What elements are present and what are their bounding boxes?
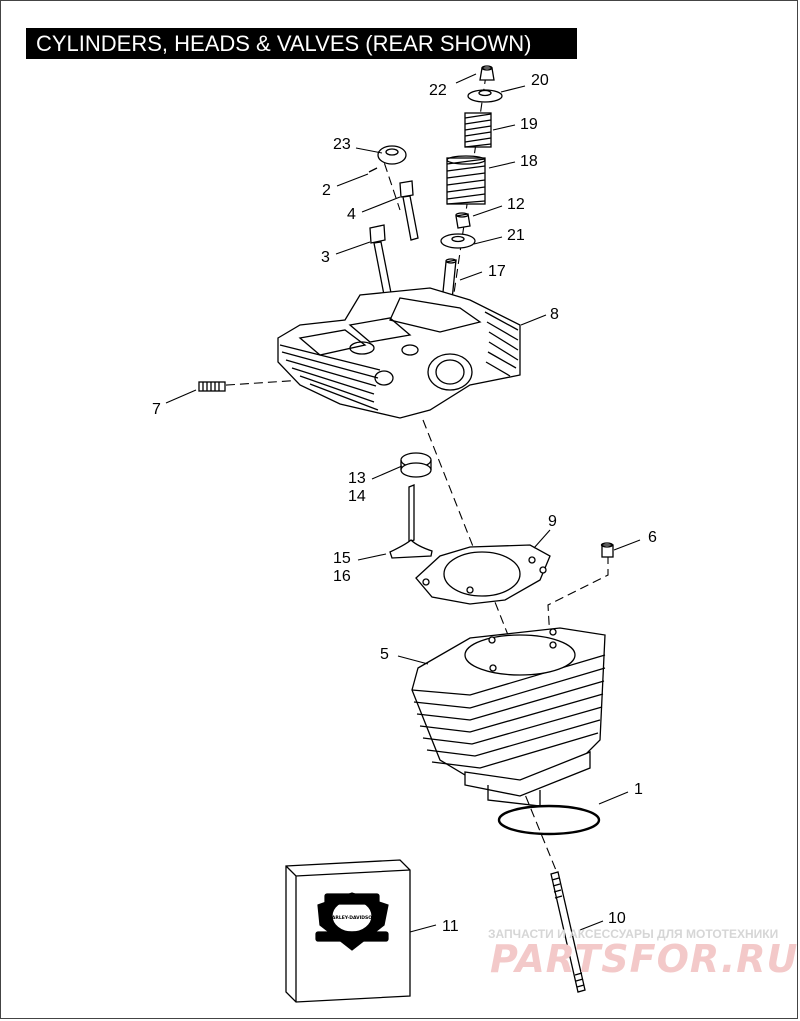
bolt-4 xyxy=(399,180,419,241)
callout-3: 3 xyxy=(321,249,330,266)
spring-seat-21 xyxy=(440,233,476,249)
logo-genuine-text: GENUINE xyxy=(333,895,371,904)
gasket-kit-box-11: GENUINE HARLEY-DAVIDSON MOTOR PARTS xyxy=(285,859,411,1003)
callout-12: 12 xyxy=(507,196,525,213)
watermark-tagline: ЗАПЧАСТИ И АКСЕССУАРЫ ДЛЯ МОТОТЕХНИКИ xyxy=(488,927,778,941)
genuine-motor-parts-logo xyxy=(315,892,389,951)
callout-21: 21 xyxy=(507,227,525,244)
dowel-2 xyxy=(368,167,378,173)
callout-16: 16 xyxy=(333,568,351,585)
callout-15: 15 xyxy=(333,550,351,567)
callout-6: 6 xyxy=(648,529,657,546)
callout-1: 1 xyxy=(634,781,643,798)
callout-10: 10 xyxy=(608,910,626,927)
cylinder-5 xyxy=(411,627,606,807)
valve-seal-12 xyxy=(455,212,471,229)
leader-lines xyxy=(165,73,641,933)
callout-23: 23 xyxy=(333,136,351,153)
callout-7: 7 xyxy=(152,401,161,418)
callout-20: 20 xyxy=(531,72,549,89)
callout-18: 18 xyxy=(520,153,538,170)
o-ring-1 xyxy=(497,804,601,836)
stud-7 xyxy=(198,381,226,392)
outer-spring-18 xyxy=(446,155,486,205)
callout-labels: 22 20 19 18 23 2 4 12 21 3 17 8 7 13 14 … xyxy=(152,72,657,935)
washer-23 xyxy=(377,145,407,165)
callout-4: 4 xyxy=(347,206,356,223)
callout-2: 2 xyxy=(322,182,331,199)
watermark: ЗАПЧАСТИ И АКСЕССУАРЫ ДЛЯ МОТОТЕХНИКИ PA… xyxy=(488,927,798,981)
callout-14: 14 xyxy=(348,488,366,505)
bolt-3 xyxy=(369,224,393,301)
logo-motor-parts-text: MOTOR PARTS xyxy=(328,934,376,941)
inner-spring-19 xyxy=(464,112,492,148)
logo-hd-text: HARLEY-DAVIDSON xyxy=(328,915,376,921)
callout-19: 19 xyxy=(520,116,538,133)
callout-22: 22 xyxy=(429,82,447,99)
callout-5: 5 xyxy=(380,646,389,663)
valve-keeper-22 xyxy=(479,65,495,81)
valve-seat-13 xyxy=(400,452,432,478)
dowel-pin-6 xyxy=(600,542,614,558)
spring-retainer-20 xyxy=(467,89,503,103)
callout-13: 13 xyxy=(348,470,366,487)
callout-11: 11 xyxy=(442,918,459,935)
watermark-brand: PARTSFOR.RU xyxy=(490,937,798,981)
callout-9: 9 xyxy=(548,513,557,530)
callout-8: 8 xyxy=(550,306,559,323)
valve-15 xyxy=(389,484,433,559)
callout-17: 17 xyxy=(488,263,506,280)
head-gasket-9 xyxy=(415,544,551,605)
diagram-title: CYLINDERS, HEADS & VALVES (REAR SHOWN) xyxy=(26,28,577,59)
cylinder-head-8 xyxy=(277,287,521,419)
cylinder-stud-10 xyxy=(550,871,586,993)
